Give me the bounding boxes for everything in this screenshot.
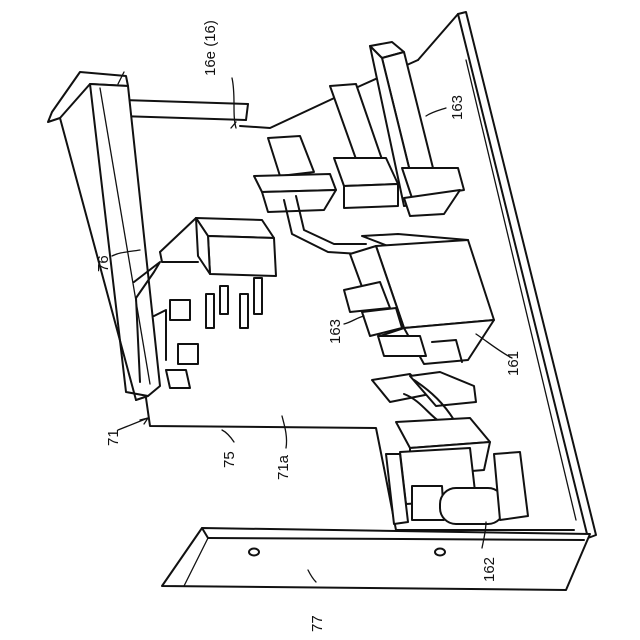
label-76: 76 <box>95 255 112 272</box>
front-panel-77 <box>162 528 590 590</box>
pin <box>220 286 228 314</box>
label-163-mid: 163 <box>327 319 344 344</box>
label-71a: 71a <box>275 454 292 480</box>
cylinder-162 <box>440 488 504 524</box>
label-163-top: 163 <box>449 95 466 120</box>
pin <box>240 294 248 328</box>
back-plate <box>120 60 418 128</box>
label-161: 161 <box>505 351 522 376</box>
label-71: 71 <box>105 429 122 446</box>
upright-wall-76 <box>48 72 160 400</box>
label-16e: 16e (16) <box>202 20 219 76</box>
pin <box>254 278 262 314</box>
pin <box>206 294 214 328</box>
housing-161 <box>344 234 494 364</box>
label-162: 162 <box>481 557 498 582</box>
label-77: 77 <box>309 615 326 632</box>
lower-components <box>372 372 528 524</box>
bracket-163-upper <box>254 42 464 254</box>
label-75: 75 <box>221 451 238 468</box>
